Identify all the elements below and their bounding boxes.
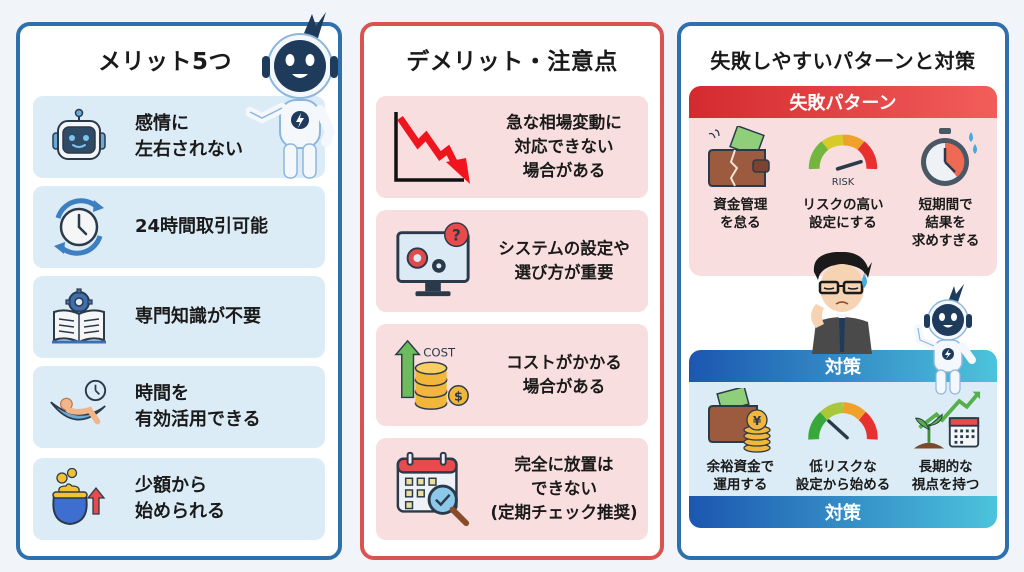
demerit-card-system: ? システムの設定や 選び方が重要 [376, 210, 648, 312]
wallet-yen-coins-icon: ¥ [704, 388, 776, 454]
fix-item-spare-funds: ¥ 余裕資金で 運用する [690, 388, 790, 494]
demerits-title: デメリット・注意点 [406, 49, 618, 75]
fail-item-high-risk: RISK リスクの高い 設定にする [793, 126, 893, 250]
worried-businessman-illustration [806, 251, 882, 358]
clock-cycle-icon [47, 195, 111, 259]
fail-pattern-header: 失敗パターン [689, 86, 997, 118]
book-gear-icon [47, 285, 111, 349]
demerit-label: 急な相場変動に 対応できない 場合がある [506, 113, 622, 180]
fail-pattern-section: 失敗パターン 資金管理 を怠る [689, 86, 997, 276]
plant-growth-calendar-icon [910, 388, 982, 454]
fail-item-label: リスクの高い 設定にする [802, 197, 884, 231]
robot-face-icon [47, 105, 111, 169]
fix-item-label: 低リスクな 設定から始める [795, 459, 891, 493]
demerits-panel: デメリット・注意点 急な相場変動に 対応できない 場合がある ? [360, 22, 664, 560]
svg-text:¥: ¥ [753, 414, 762, 428]
fail-item-label: 資金管理 を怠る [713, 197, 768, 231]
demerit-card-cost: COST $ コストがかかる 場合がある [376, 324, 648, 426]
demerit-card-monitoring: 完全に放置は できない (定期チェック推奨) [376, 438, 648, 540]
merit-card-small-amount: 少額から 始められる [33, 458, 325, 540]
fix-item-low-risk: 低リスクな 設定から始める [793, 388, 893, 494]
demerit-card-market: 急な相場変動に 対応できない 場合がある [376, 96, 648, 198]
demerit-label: システムの設定や 選び方が重要 [498, 239, 630, 282]
fail-item-money-management: 資金管理 を怠る [690, 126, 790, 250]
merit-label: 24時間取引可能 [135, 216, 269, 237]
risk-gauge-high-icon: RISK [807, 126, 879, 192]
broken-wallet-icon [704, 126, 776, 192]
svg-text:COST: COST [423, 345, 456, 359]
fix-item-label: 余裕資金で 運用する [706, 459, 775, 493]
calendar-check-icon [392, 451, 474, 527]
stopwatch-sweat-icon [910, 126, 982, 192]
fail-item-label: 短期間で 結果を 求めすぎる [911, 197, 980, 249]
demerit-label: 完全に放置は できない (定期チェック推奨) [490, 455, 638, 522]
fail-item-short-term: 短期間で 結果を 求めすぎる [896, 126, 996, 250]
monitor-gears-question-icon: ? [392, 222, 474, 298]
merit-label: 感情に 左右されない [135, 113, 243, 160]
merit-label: 専門知識が不要 [135, 306, 261, 327]
merit-label: 少額から 始められる [135, 475, 225, 522]
svg-text:$: $ [454, 388, 463, 403]
risk-gauge-low-icon [807, 388, 879, 454]
patterns-title: 失敗しやすいパターンと対策 [710, 49, 976, 73]
merit-label: 時間を 有効活用できる [135, 383, 261, 430]
merit-card-knowledge: 専門知識が不要 [33, 276, 325, 358]
countermeasure-footer: 対策 [689, 496, 997, 528]
cost-coins-icon: COST $ [392, 338, 474, 412]
falling-chart-icon [392, 110, 474, 184]
robot-mascot-thumbs-up [910, 284, 986, 404]
merits-title: メリット5つ [98, 49, 233, 75]
fix-item-label: 長期的な 視点を持つ [911, 459, 980, 493]
svg-text:?: ? [452, 227, 461, 245]
demerit-label: コストがかかる 場合がある [506, 353, 622, 396]
merit-card-time: 時間を 有効活用できる [33, 366, 325, 448]
coin-purse-icon [47, 467, 111, 531]
robot-mascot-pointing [245, 8, 344, 192]
merit-card-emotion: 感情に 左右されない [33, 96, 325, 178]
fix-item-long-term: 長期的な 視点を持つ [896, 388, 996, 494]
merit-card-24h: 24時間取引可能 [33, 186, 325, 268]
hammock-relax-icon [47, 375, 111, 439]
svg-text:RISK: RISK [832, 177, 855, 188]
